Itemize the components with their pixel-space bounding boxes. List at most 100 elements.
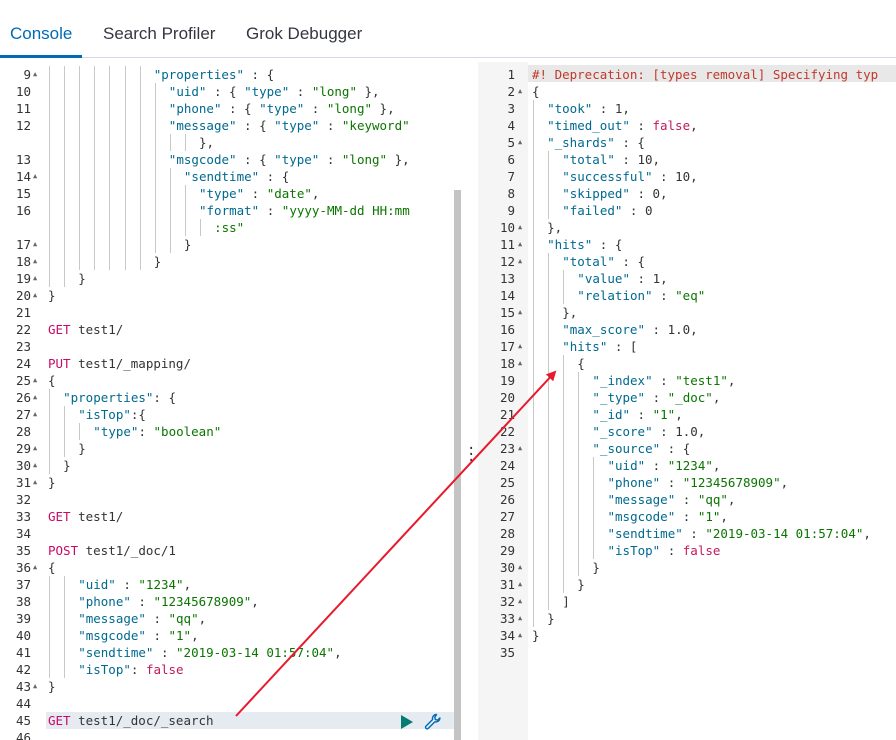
code-token: },	[356, 84, 380, 99]
indent-guide	[49, 389, 50, 406]
code-line: 16"format" : "yyyy-MM-dd HH:mm	[0, 202, 455, 219]
fold-toggle-icon[interactable]: ▲	[33, 478, 38, 486]
vertical-dots-icon[interactable]: ···	[467, 441, 476, 469]
fold-toggle-icon[interactable]: ▲	[33, 274, 38, 282]
request-scrollbar[interactable]	[454, 190, 461, 740]
fold-toggle-icon[interactable]: ▲	[33, 461, 38, 469]
tab-console[interactable]: Console	[10, 24, 73, 43]
fold-toggle-icon[interactable]: ▲	[518, 240, 523, 248]
code-token: {	[48, 560, 56, 575]
code-token: {	[532, 84, 540, 99]
indent-guide	[64, 168, 66, 185]
line-number: 12	[15, 118, 31, 133]
indent-guide	[124, 83, 126, 100]
fold-toggle-icon[interactable]: ▲	[33, 563, 38, 571]
indent-guide	[79, 423, 81, 440]
response-viewer[interactable]: 1#! Deprecation: [types removal] Specify…	[478, 62, 896, 740]
line-number: 11	[15, 101, 31, 116]
line-number: 20	[15, 288, 31, 303]
code-token: ,	[334, 645, 342, 660]
indent-guide	[49, 627, 50, 644]
indent-guide	[563, 508, 565, 525]
indent-guide	[64, 644, 66, 661]
code-text: "timed_out" : false,	[547, 117, 698, 134]
code-token: "message"	[168, 118, 237, 133]
code-token: {	[48, 373, 56, 388]
indent-guide	[578, 508, 580, 525]
code-token: "skipped"	[562, 186, 630, 201]
indent-guide	[124, 66, 126, 83]
code-token: "1"	[697, 509, 721, 524]
fold-toggle-icon[interactable]: ▲	[33, 291, 38, 299]
tab-search-profiler[interactable]: Search Profiler	[103, 24, 216, 43]
code-text: {	[48, 559, 56, 576]
indent-guide	[533, 593, 534, 610]
fold-toggle-icon[interactable]: ▲	[33, 410, 38, 418]
fold-toggle-icon[interactable]: ▲	[518, 257, 523, 265]
fold-toggle-icon[interactable]: ▲	[518, 614, 523, 622]
indent-guide	[548, 168, 550, 185]
fold-toggle-icon[interactable]: ▲	[518, 359, 523, 367]
indent-guide	[548, 542, 550, 559]
fold-toggle-icon[interactable]: ▲	[33, 172, 38, 180]
line-number: 17	[499, 339, 515, 354]
wrench-icon[interactable]	[424, 713, 442, 731]
indent-guide	[184, 185, 186, 202]
line-number: 29	[15, 441, 31, 456]
line-number: 44	[15, 696, 31, 711]
line-number: 22	[499, 424, 515, 439]
request-editor[interactable]: 9▲"properties" : {10"uid" : { "type" : "…	[0, 62, 462, 740]
line-number: 19	[499, 373, 515, 388]
code-token: "sendtime"	[183, 169, 260, 184]
indent-guide	[533, 559, 534, 576]
code-text: "phone" : "12345678909",	[608, 474, 789, 491]
indent-guide	[79, 134, 81, 151]
fold-toggle-icon[interactable]: ▲	[518, 138, 523, 146]
code-token: :	[259, 203, 282, 218]
indent-guide	[49, 644, 50, 661]
fold-toggle-icon[interactable]: ▲	[33, 70, 38, 78]
indent-guide	[548, 287, 550, 304]
fold-toggle-icon[interactable]: ▲	[518, 563, 523, 571]
indent-guide	[109, 236, 111, 253]
indent-guide	[64, 219, 66, 236]
indent-guide	[94, 219, 96, 236]
fold-toggle-icon[interactable]: ▲	[518, 87, 523, 95]
code-line: 32▲]	[478, 593, 896, 610]
code-token: 10	[637, 152, 653, 167]
line-number: 3	[507, 101, 515, 116]
fold-toggle-icon[interactable]: ▲	[33, 376, 38, 384]
fold-toggle-icon[interactable]: ▲	[518, 580, 523, 588]
line-number: 16	[15, 203, 31, 218]
fold-toggle-icon[interactable]: ▲	[33, 682, 38, 690]
fold-toggle-icon[interactable]: ▲	[33, 393, 38, 401]
indent-guide	[79, 83, 81, 100]
fold-toggle-icon[interactable]: ▲	[518, 223, 523, 231]
fold-toggle-icon[interactable]: ▲	[518, 444, 523, 452]
fold-toggle-icon[interactable]: ▲	[518, 597, 523, 605]
code-text: :ss"	[214, 219, 244, 236]
code-token: :	[145, 628, 169, 643]
code-line: 17▲"hits" : [	[478, 338, 896, 355]
code-token: "total"	[562, 152, 615, 167]
pane-divider[interactable]	[462, 62, 478, 740]
code-token: "type"	[199, 186, 245, 201]
code-token: : {	[206, 84, 245, 99]
fold-toggle-icon[interactable]: ▲	[33, 257, 38, 265]
fold-toggle-icon[interactable]: ▲	[33, 240, 38, 248]
line-number: 31	[499, 577, 515, 592]
fold-toggle-icon[interactable]: ▲	[518, 631, 523, 639]
code-token: "sendtime"	[607, 526, 683, 541]
fold-toggle-icon[interactable]: ▲	[518, 342, 523, 350]
indent-guide	[154, 134, 156, 151]
indent-guide	[49, 440, 50, 457]
code-text: {	[48, 372, 56, 389]
indent-guide	[548, 253, 550, 270]
fold-toggle-icon[interactable]: ▲	[33, 444, 38, 452]
fold-toggle-icon[interactable]: ▲	[518, 308, 523, 316]
indent-guide	[578, 440, 580, 457]
indent-guide	[169, 134, 171, 151]
tab-grok-debugger[interactable]: Grok Debugger	[246, 24, 363, 43]
play-icon[interactable]	[400, 714, 414, 730]
indent-guide	[109, 185, 111, 202]
